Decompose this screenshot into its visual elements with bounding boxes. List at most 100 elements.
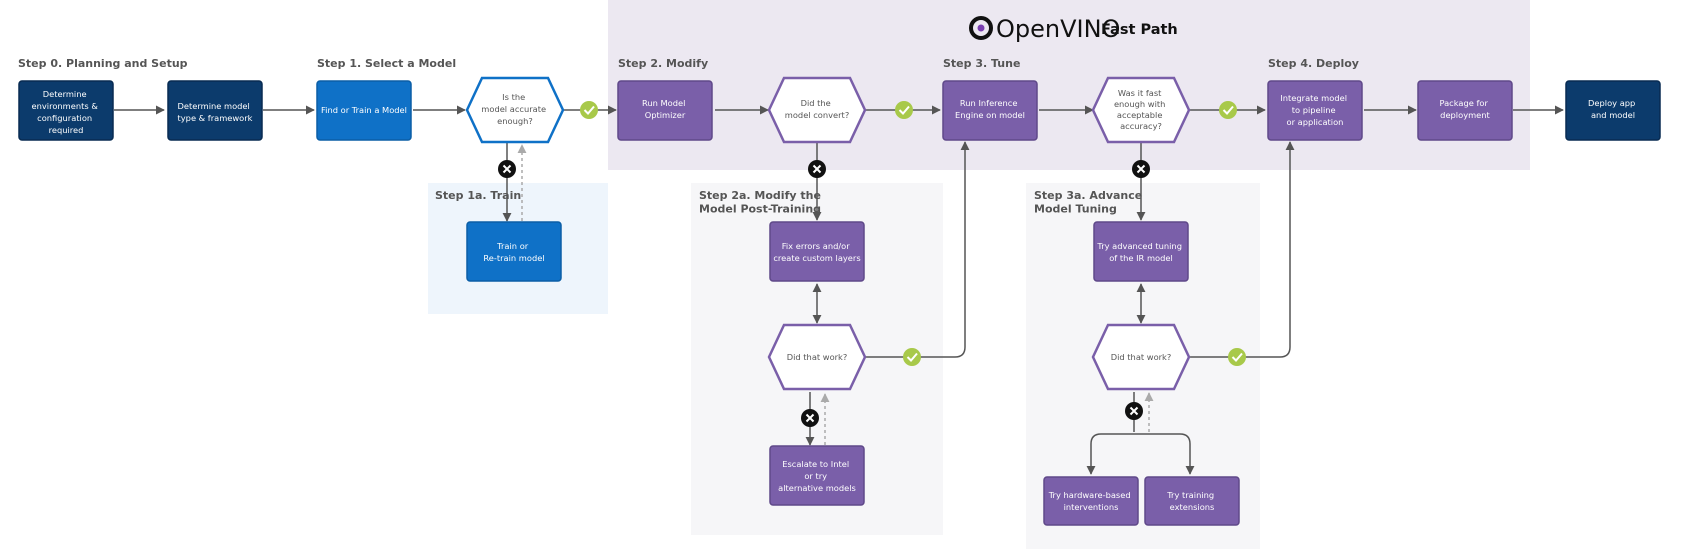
svg-text:Package for deployment: Package for deployment	[1439, 98, 1490, 120]
openvino-logo: OpenVINO Fast Path	[969, 15, 1178, 43]
check-icon	[1219, 101, 1237, 119]
run-mo-line-2: Optimizer	[645, 110, 686, 120]
node-advanced-tuning: Try advanced tuning of the IR model	[1093, 221, 1189, 282]
step-4-title: Step 4. Deploy	[1268, 57, 1359, 70]
determine-env-line-3: configuration	[37, 113, 92, 123]
node-deploy: Deploy app and model	[1565, 80, 1661, 141]
step-2a-title: Step 2a. Modify the Model Post-Training	[699, 189, 825, 216]
advanced-tuning-line-2: of the IR model	[1109, 253, 1173, 263]
decision-accurate: Is the model accurate enough?	[465, 76, 565, 144]
training-ext-line-2: extensions	[1170, 502, 1215, 512]
run-mo-line-1: Run Model	[642, 98, 685, 108]
hw-interventions-line-2: interventions	[1064, 502, 1119, 512]
node-determine-env: Determine environments & configuration r…	[18, 80, 114, 141]
run-ie-line-1: Run Inference	[960, 98, 1018, 108]
hw-interventions-line-1: Try hardware-based	[1048, 490, 1131, 500]
decision-fast-enough: Was it fast enough with acceptable accur…	[1091, 76, 1191, 144]
package-line-1: Package for	[1439, 98, 1488, 108]
x-icon	[1132, 160, 1150, 178]
integrate-line-2: to pipeline	[1292, 105, 1336, 115]
step-2a-title-line-2: Model Post-Training	[699, 203, 821, 216]
svg-text:Find or Train a Model: Find or Train a Model	[321, 105, 407, 115]
train-line-2: Re-train model	[483, 253, 544, 263]
brand-name: OpenVINO	[996, 15, 1120, 43]
convert-line-1: Did the	[801, 98, 831, 108]
node-find-train: Find or Train a Model	[316, 80, 412, 141]
logo-eye-pupil	[977, 24, 985, 32]
node-determine-model: Determine model type & framework	[167, 80, 263, 141]
node-escalate: Escalate to Intel or try alternative mod…	[769, 445, 865, 506]
svg-text:Was it fast enough with: Was it fast enough with acceptable accur…	[1114, 88, 1168, 131]
step-1-title: Step 1. Select a Model	[317, 57, 456, 70]
svg-text:Escalate to Intel or try: Escalate to Intel or try alternative mod…	[778, 459, 856, 493]
decision-did-work-3a: Did that work?	[1091, 323, 1191, 391]
convert-line-2: model convert?	[785, 110, 849, 120]
svg-text:Run Model Optimizer: Run Model Optimizer	[642, 98, 688, 120]
svg-text:Run Inference Engine on: Run Inference Engine on model	[955, 98, 1025, 120]
determine-model-line-2: type & framework	[178, 113, 253, 123]
find-train-line-1: Find or Train a Model	[321, 105, 407, 115]
determine-env-line-2: environments &	[32, 101, 99, 111]
svg-text:Train or Re-train model: Train or Re-train model	[483, 241, 544, 263]
did-work-2a-line-1: Did that work?	[787, 352, 848, 362]
training-ext-line-1: Try training	[1166, 490, 1214, 500]
svg-text:Fix errors and/or create: Fix errors and/or create custom layers	[773, 241, 860, 263]
check-icon	[580, 101, 598, 119]
fast-path-region	[608, 0, 1530, 170]
integrate-line-1: Integrate model	[1280, 93, 1347, 103]
train-line-1: Train or	[496, 241, 529, 251]
check-icon	[1228, 348, 1246, 366]
did-work-3a-line-1: Did that work?	[1111, 352, 1172, 362]
svg-text:Determine environments &: Determine environments & configuration r…	[32, 89, 101, 135]
svg-text:Integrate model to pipel: Integrate model to pipeline or applicati…	[1280, 93, 1349, 127]
step-2-title: Step 2. Modify	[618, 57, 708, 70]
fix-errors-line-2: create custom layers	[773, 253, 860, 263]
decision-did-work-2a: Did that work?	[767, 323, 867, 391]
arrow-branch-to-training	[1134, 433, 1195, 475]
svg-text:Did the model convert?: Did the model convert?	[785, 98, 849, 120]
step-0-title: Step 0. Planning and Setup	[18, 57, 188, 70]
package-line-2: deployment	[1440, 110, 1490, 120]
fast-enough-line-1: Was it fast	[1118, 88, 1162, 98]
brand-suffix: Fast Path	[1101, 22, 1178, 38]
x-icon	[1125, 402, 1143, 420]
fast-enough-line-2: enough with	[1114, 99, 1165, 109]
deploy-line-1: Deploy app	[1588, 98, 1635, 108]
x-icon	[498, 160, 516, 178]
x-icon	[808, 160, 826, 178]
step-3a-title: Step 3a. Advance Model Tuning	[1034, 189, 1146, 216]
node-run-model-optimizer: Run Model Optimizer	[617, 80, 713, 141]
escalate-line-3: alternative models	[778, 483, 856, 493]
step-1a-title: Step 1a. Train	[435, 189, 521, 202]
arrow-didwork-2a-to-ie	[866, 141, 970, 358]
svg-text:Did that work?: Did that work?	[787, 352, 848, 362]
node-run-inference-engine: Run Inference Engine on model	[942, 80, 1038, 141]
logo-eye-icon	[969, 16, 993, 40]
step-3a-title-line-1: Step 3a. Advance	[1034, 189, 1142, 202]
svg-text:Did that work?: Did that work?	[1111, 352, 1172, 362]
step-2a-title-line-1: Step 2a. Modify the	[699, 189, 821, 202]
svg-text:Try advanced tuning of t: Try advanced tuning of the IR model	[1096, 241, 1184, 263]
svg-text:Is the model accurate: Is the model accurate enough?	[481, 92, 548, 126]
svg-text:Try hardware-based inter: Try hardware-based interventions	[1048, 490, 1134, 512]
node-package: Package for deployment	[1417, 80, 1513, 141]
deploy-line-2: and model	[1591, 110, 1635, 120]
escalate-line-1: Escalate to Intel	[782, 459, 849, 469]
fix-errors-line-1: Fix errors and/or	[782, 241, 851, 251]
check-icon	[895, 101, 913, 119]
escalate-line-2: or try	[804, 471, 827, 481]
check-icon	[903, 348, 921, 366]
accurate-line-3: enough?	[497, 116, 533, 126]
node-train: Train or Re-train model	[466, 221, 562, 282]
svg-text:Try training extensions: Try training extensions	[1166, 490, 1217, 512]
node-hw-interventions: Try hardware-based interventions	[1043, 476, 1139, 526]
determine-env-line-4: required	[49, 125, 84, 135]
fast-enough-line-4: accuracy?	[1120, 121, 1162, 131]
node-fix-errors: Fix errors and/or create custom layers	[769, 221, 865, 282]
arrow-branch-to-hw	[1086, 433, 1134, 475]
step-3-title: Step 3. Tune	[943, 57, 1020, 70]
run-ie-line-2: Engine on model	[955, 110, 1025, 120]
advanced-tuning-line-1: Try advanced tuning	[1096, 241, 1182, 251]
arrow-didwork-3a-to-integrate	[1190, 141, 1295, 358]
